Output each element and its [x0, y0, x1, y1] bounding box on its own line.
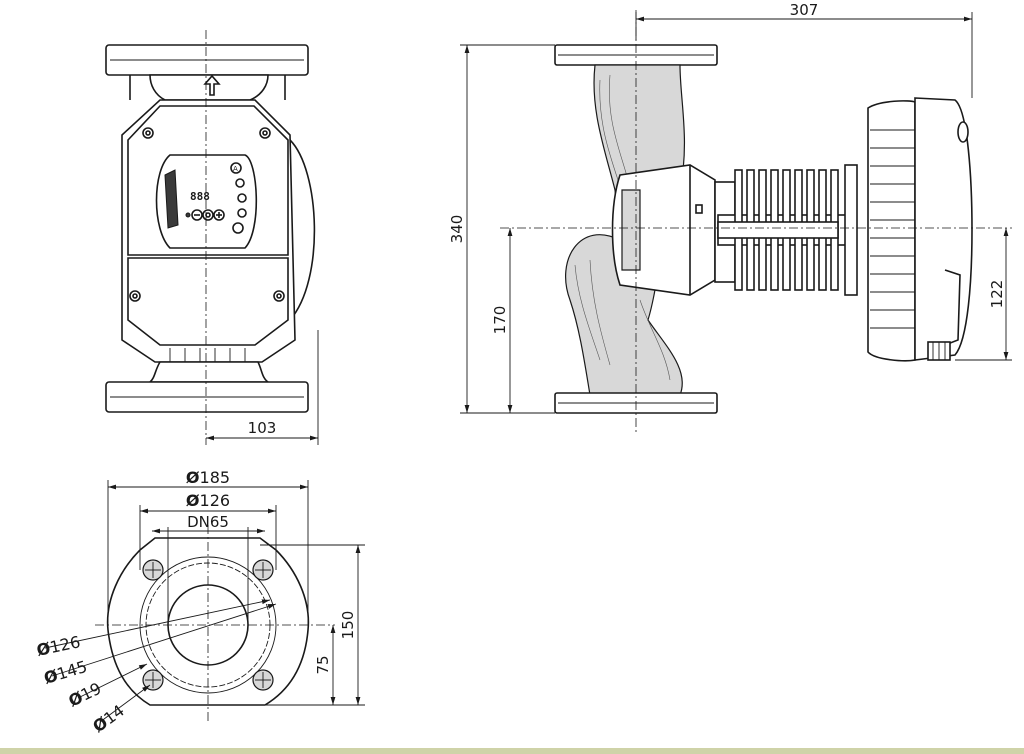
plus-button-icon: [213, 209, 225, 221]
dim-bolt-circle-left: Ø126: [35, 632, 82, 660]
dim-dn: DN65: [187, 513, 229, 531]
front-view: 888 A 103: [105, 30, 319, 445]
flow-arrow-icon: [203, 74, 221, 96]
front-screw-tr: [259, 127, 271, 139]
led-2-icon: [237, 193, 247, 203]
control-panel: 888 A: [155, 154, 258, 249]
dim-flange-height: 150: [339, 611, 357, 640]
dim-side-width: 307: [790, 1, 819, 19]
bolt-hole-tr: [252, 559, 274, 581]
front-screw-br: [273, 290, 285, 302]
knob-icon: [232, 222, 244, 234]
dim-flange-half: 75: [314, 655, 332, 674]
bolt-hole-br: [252, 669, 274, 691]
badge-letter: A: [233, 165, 238, 173]
circle-button-icon: [202, 209, 214, 221]
minus-button-icon: [191, 209, 203, 221]
led-3-icon: [237, 208, 247, 218]
side-view: 307 340 170 122: [448, 1, 1012, 432]
dim-flange-outer: Ø185: [186, 468, 230, 487]
bolt-hole-bl: [142, 669, 164, 691]
dim-side-height: 340: [448, 215, 466, 244]
status-badge: [230, 162, 242, 174]
flange-view: Ø185 Ø126 DN65 150 75 Ø126 Ø145 Ø19 Ø14: [35, 468, 365, 736]
dim-axis-height: 170: [491, 306, 509, 335]
dim-front-width: 103: [248, 419, 277, 437]
front-screw-tl: [142, 127, 154, 139]
led-1-icon: [235, 178, 245, 188]
dim-flange-face: Ø145: [42, 657, 90, 688]
bolt-hole-tl: [142, 559, 164, 581]
display-digits: 888: [190, 190, 210, 203]
footer-strip: [0, 748, 1024, 754]
dim-bolt-circle-top: Ø126: [186, 491, 230, 510]
dim-slot: Ø19: [65, 679, 104, 711]
dim-motor-offset: 122: [988, 280, 1006, 309]
cable-gland: [927, 341, 951, 361]
front-screw-bl: [129, 290, 141, 302]
